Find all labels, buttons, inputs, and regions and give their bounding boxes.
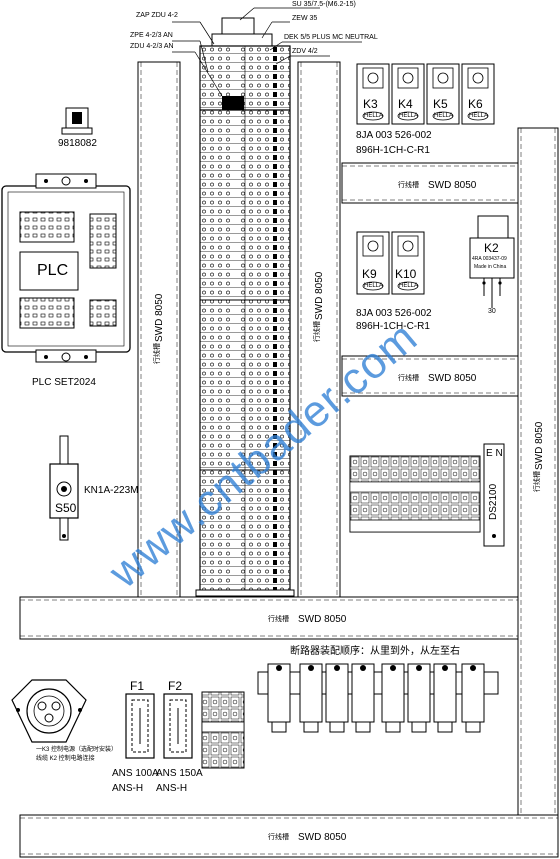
relay-k3 — [356, 63, 390, 125]
relay-k2-origin: Made in China — [474, 264, 507, 270]
breaker-items — [267, 663, 485, 733]
relay-group-top — [356, 63, 495, 125]
switch-9818082 — [61, 107, 93, 135]
lower-strip-cap: E N — [486, 448, 503, 459]
callout-zdu: ZDU 4-2/3 AN — [130, 43, 174, 50]
relay-k5-label: K5 — [433, 97, 448, 111]
relay-k4 — [391, 63, 425, 125]
fuse-f1-name: F1 — [130, 679, 145, 693]
circular-connector — [11, 679, 87, 743]
relay-group-mid — [356, 231, 425, 295]
plc-module — [1, 173, 131, 363]
relays-top-model: 896H-1CH-C-R1 — [356, 145, 430, 156]
relay-k2-part: 4RA 003437-09 — [472, 256, 507, 262]
relay-k9-brand: HELLA — [364, 283, 384, 289]
fuse-f2 — [163, 693, 193, 759]
relay-k5-brand: HELLA — [434, 113, 454, 119]
duct-h2-code: SWD 8050 — [428, 373, 477, 384]
relays-mid-part: 8JA 003 526-002 — [356, 308, 432, 319]
wire-duct-horizontal-2 — [341, 355, 519, 397]
wire-duct-vertical-1 — [137, 61, 181, 598]
relay-k10-label: K10 — [395, 267, 417, 281]
relay-k6 — [461, 63, 495, 125]
switch-s50-label: S50 — [55, 501, 77, 515]
duct-v3-cjk: 行线槽 — [534, 471, 541, 492]
relays-top-part: 8JA 003 526-002 — [356, 130, 432, 141]
breaker-row — [257, 663, 499, 733]
fuse-f2-type: ANS-H — [156, 783, 188, 794]
relay-k4-label: K4 — [398, 97, 413, 111]
switch-9818082-label: 9818082 — [58, 138, 97, 149]
callout-zew: ZEW 35 — [292, 15, 318, 22]
switch-s50 — [49, 435, 79, 541]
callout-zdv: ZDV 4/2 — [292, 48, 318, 55]
terminal-callout-leaders — [172, 7, 362, 97]
duct-h4-code: SWD 8050 — [298, 832, 347, 843]
duct-h3-cjk: 行线槽 — [268, 616, 289, 623]
lower-strip-label: DS2100 — [488, 483, 499, 520]
callout-zap: ZAP ZDU 4-2 — [136, 12, 178, 19]
relay-k6-label: K6 — [468, 97, 483, 111]
wire-duct-vertical-2 — [297, 61, 341, 598]
fuse-f1-rating: ANS 100A — [112, 768, 159, 779]
duct-h1-code: SWD 8050 — [428, 180, 477, 191]
duct-h1-cjk: 行线槽 — [398, 182, 419, 189]
relay-k2-pin: 30 — [488, 308, 496, 315]
fuse-f2-rating: ANS 150A — [156, 768, 203, 779]
callout-dek: DEK 5/5 PLUS MC NEUTRAL — [284, 34, 378, 41]
duct-h3-code: SWD 8050 — [298, 614, 347, 625]
wire-duct-horizontal-3 — [19, 596, 519, 640]
connector-note-2: 线缆 K2 控制电路连接 — [36, 756, 95, 762]
duct-v1-code: SWD 8050 — [154, 293, 165, 342]
switch-s50-model: KN1A-223M — [84, 485, 139, 496]
wire-duct-horizontal-1 — [341, 162, 519, 204]
duct-h4-cjk: 行线槽 — [268, 834, 289, 841]
plc-center-label: PLC — [37, 262, 69, 279]
fuse-terminal-block — [201, 691, 245, 769]
duct-v2-code: SWD 8050 — [314, 271, 325, 320]
duct-h2-cjk: 行线槽 — [398, 375, 419, 382]
relay-k6-brand: HELLA — [469, 113, 489, 119]
relay-k2-label: K2 — [484, 241, 499, 255]
relay-k2 — [469, 215, 515, 308]
relay-k10 — [391, 231, 425, 295]
fuse-f1-type: ANS-H — [112, 783, 144, 794]
relay-k3-brand: HELLA — [364, 113, 384, 119]
fuse-f1 — [125, 693, 155, 759]
connector-note: 一K3 控制电源（选配时安装） — [36, 747, 118, 753]
breaker-row-note: 断路器装配顺序：从里到外，从左至右 — [290, 646, 460, 657]
main-terminal-block — [195, 17, 295, 597]
callout-su: SU 35/7.5-(M6.2-15) — [292, 1, 356, 8]
lower-terminal-strip — [349, 443, 505, 547]
plc-caption: PLC SET2024 — [32, 377, 96, 388]
duct-v1-cjk: 行线槽 — [154, 343, 161, 364]
relay-k9 — [356, 231, 390, 295]
relay-k4-brand: HELLA — [399, 113, 419, 119]
callout-zpe: ZPE 4-2/3 AN — [130, 32, 173, 39]
relays-mid-model: 896H-1CH-C-R1 — [356, 321, 430, 332]
wire-duct-vertical-3 — [517, 127, 559, 841]
duct-v2-cjk: 行线槽 — [314, 321, 321, 342]
relay-k9-label: K9 — [362, 267, 377, 281]
wire-duct-horizontal-4 — [19, 814, 559, 858]
relay-k5 — [426, 63, 460, 125]
fuse-f2-name: F2 — [168, 679, 183, 693]
duct-v3-code: SWD 8050 — [534, 421, 545, 470]
relay-k3-label: K3 — [363, 97, 378, 111]
relay-k10-brand: HELLA — [399, 283, 419, 289]
